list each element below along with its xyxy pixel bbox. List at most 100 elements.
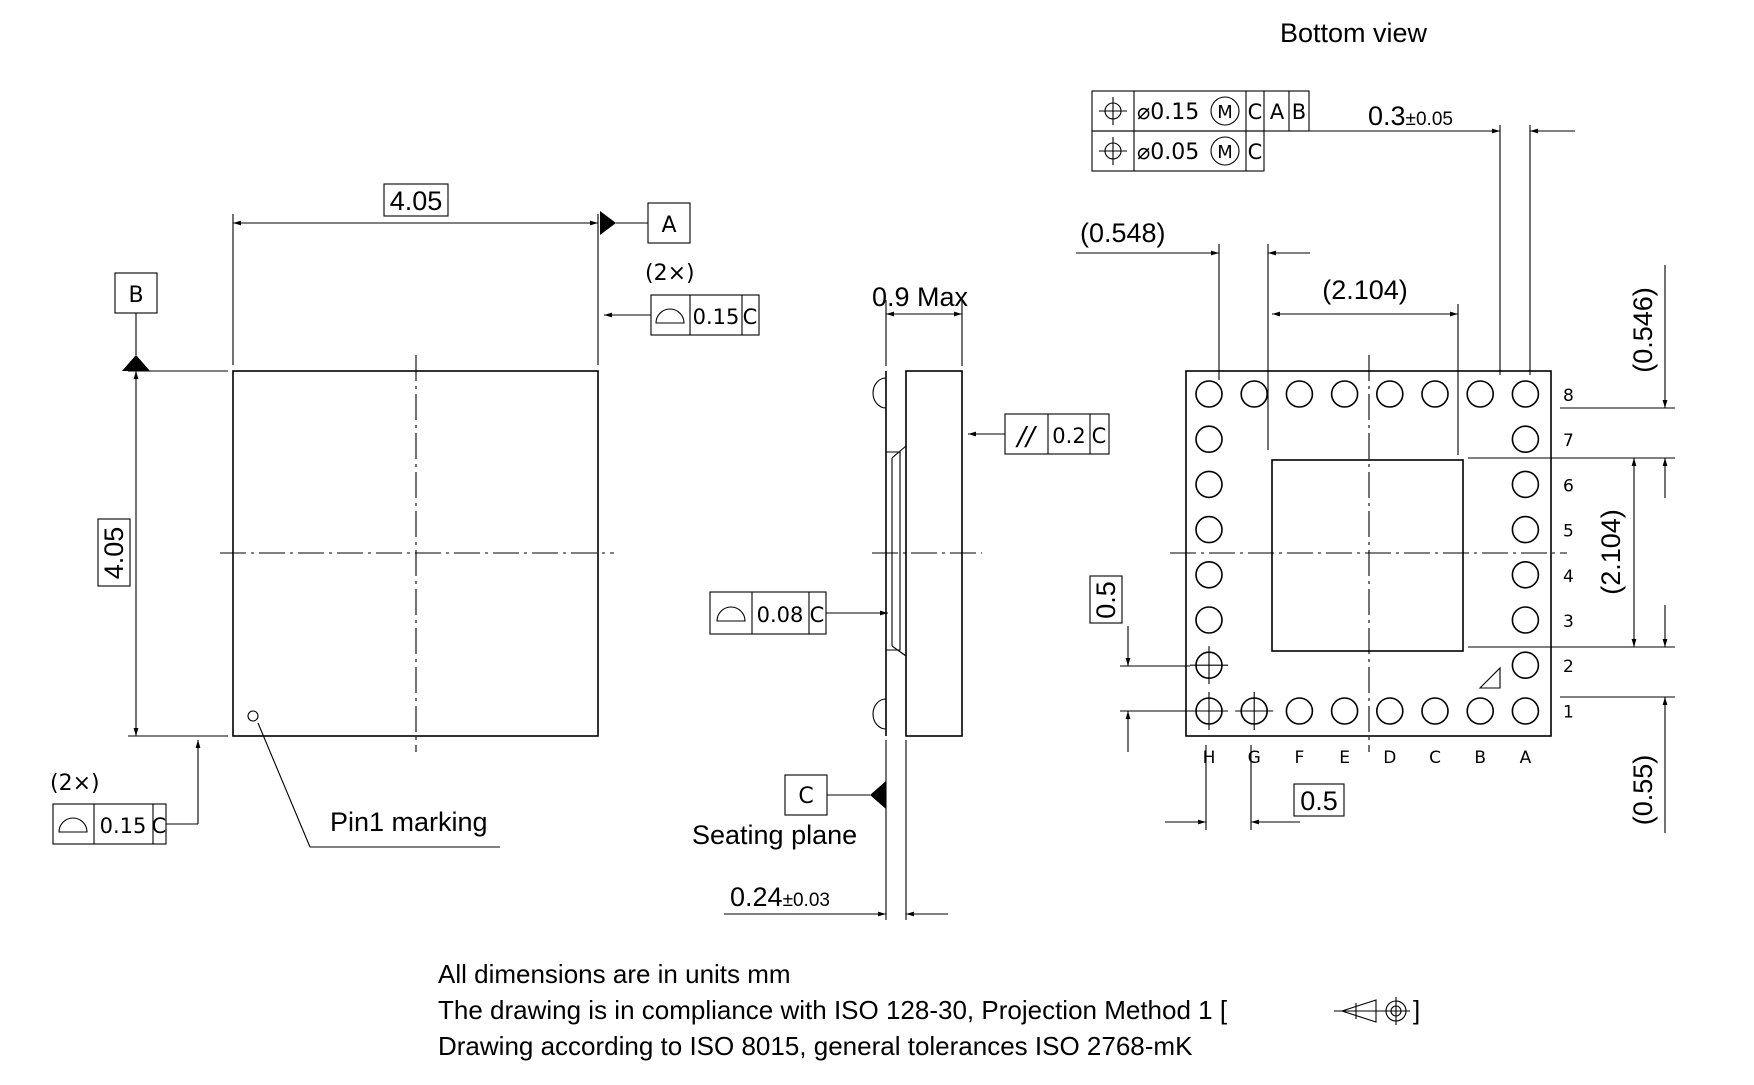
- pad: [1330, 380, 1359, 408]
- position-ref-a: A: [1270, 100, 1285, 124]
- datum-a-label: A: [661, 213, 676, 238]
- parallel-symbol: //: [1015, 422, 1038, 452]
- pad: [1195, 470, 1223, 499]
- pad: [1511, 470, 1540, 499]
- pad: [1195, 425, 1223, 454]
- position-value-2: ⌀0.05: [1137, 140, 1199, 165]
- flatness-value-side: 0.08: [757, 603, 804, 627]
- row-label: 7: [1563, 431, 1574, 451]
- parallel-ref: C: [1092, 424, 1107, 448]
- pad: [1240, 380, 1268, 408]
- col-label: G: [1248, 748, 1261, 768]
- pad: [1466, 697, 1494, 725]
- flatness-ref-bottom: C: [152, 814, 167, 838]
- projection-method-icon: [1334, 997, 1410, 1025]
- col-label: H: [1203, 748, 1216, 768]
- mmc-symbol-2: M: [1217, 142, 1233, 163]
- pad: [1330, 697, 1359, 725]
- pad: [1511, 697, 1540, 725]
- pad: [1285, 380, 1314, 408]
- pad: [1511, 380, 1540, 408]
- datum-a-triangle: [600, 211, 616, 235]
- col-label: D: [1383, 748, 1396, 768]
- flatness-value-bottom: 0.15: [100, 814, 147, 838]
- position-ref-c1: C: [1248, 100, 1263, 124]
- pad: [1466, 380, 1494, 408]
- count-2x-top: (2×): [645, 261, 695, 286]
- note-line-2: The drawing is in compliance with ISO 12…: [438, 995, 1228, 1025]
- row-label: 3: [1563, 612, 1574, 632]
- seating-plane-label: Seating plane: [692, 820, 857, 850]
- pad: [1195, 606, 1223, 634]
- datum-b-triangle: [122, 355, 150, 371]
- row-label: 1: [1563, 702, 1574, 722]
- pad: [1511, 651, 1540, 680]
- standoff-label: 0.24±0.03: [730, 882, 830, 912]
- exposed-pad: [1271, 459, 1464, 652]
- row-label: 6: [1563, 476, 1574, 496]
- pad: [1285, 697, 1314, 725]
- pad: [1195, 515, 1223, 544]
- mmc-circle-2: [1210, 136, 1240, 166]
- max-height-label: 0.9 Max: [872, 282, 969, 312]
- flatness-icon-side: [716, 606, 746, 622]
- flatness-ref-side: C: [810, 603, 825, 627]
- pitch-v-label: 0.5: [1091, 581, 1121, 619]
- note-line-2-end: ]: [1413, 995, 1420, 1025]
- flatness-value-top: 0.15: [693, 305, 740, 329]
- flatness-icon-top: [655, 308, 685, 324]
- pin1-marker: [247, 710, 259, 722]
- position-value-1: ⌀0.15: [1137, 100, 1199, 125]
- row-label: 5: [1563, 522, 1574, 542]
- pad: [1376, 697, 1404, 725]
- datum-c-label: C: [798, 784, 813, 809]
- datum-c-triangle: [870, 781, 886, 809]
- col-label: F: [1295, 748, 1305, 768]
- row-label: 4: [1563, 567, 1574, 587]
- count-2x-bottom: (2×): [50, 771, 100, 796]
- note-line-3: Drawing according to ISO 8015, general t…: [438, 1031, 1193, 1061]
- pin-a1-corner-marker: [1478, 666, 1501, 689]
- position-ref-c2: C: [1248, 140, 1263, 164]
- pad: [1195, 380, 1223, 408]
- pad-grid: [1190, 380, 1540, 730]
- row-label: 8: [1563, 386, 1574, 406]
- dim-055-label: (0.55): [1628, 755, 1658, 826]
- mmc-circle-1: [1210, 96, 1240, 126]
- flatness-ref-top: C: [743, 305, 758, 329]
- pitch-h-label: 0.5: [1300, 786, 1338, 816]
- col-label: E: [1339, 748, 1350, 768]
- bottom-view-title: Bottom view: [1280, 18, 1428, 48]
- pad: [1511, 560, 1540, 589]
- width-dimension-label: 4.05: [390, 186, 443, 216]
- pad: [1511, 425, 1540, 454]
- dim-2104-h-label: (2.104): [1322, 275, 1408, 305]
- dim-0548-label: (0.548): [1080, 218, 1166, 248]
- height-dimension-label: 4.05: [99, 527, 129, 580]
- flatness-icon-bottom: [58, 817, 88, 833]
- pad: [1376, 380, 1404, 408]
- pad: [1195, 560, 1223, 589]
- dim-2104-v-label: (2.104): [1596, 509, 1626, 595]
- datum-b-label: B: [128, 283, 143, 308]
- pad-width-label: 0.3±0.05: [1368, 101, 1453, 131]
- pad: [1421, 380, 1449, 408]
- pad: [1511, 515, 1540, 544]
- pin1-label: Pin1 marking: [330, 807, 488, 837]
- pad: [1511, 606, 1540, 634]
- side-view: 0.9 Max // 0.2 C 0.08 C C Seating plane …: [692, 282, 1110, 920]
- position-icon-2: [1099, 137, 1127, 165]
- col-label: B: [1474, 748, 1486, 768]
- position-icon-1: [1099, 97, 1127, 125]
- top-view: 4.05 A 4.05 B (2×) 0.15 C (2×): [50, 183, 760, 848]
- col-label: A: [1520, 748, 1532, 768]
- position-ref-b: B: [1292, 100, 1306, 124]
- dim-0546-label: (0.546): [1628, 287, 1658, 373]
- parallel-value: 0.2: [1052, 424, 1085, 448]
- note-line-1: All dimensions are in units mm: [438, 959, 791, 989]
- notes: All dimensions are in units mm The drawi…: [438, 959, 1420, 1061]
